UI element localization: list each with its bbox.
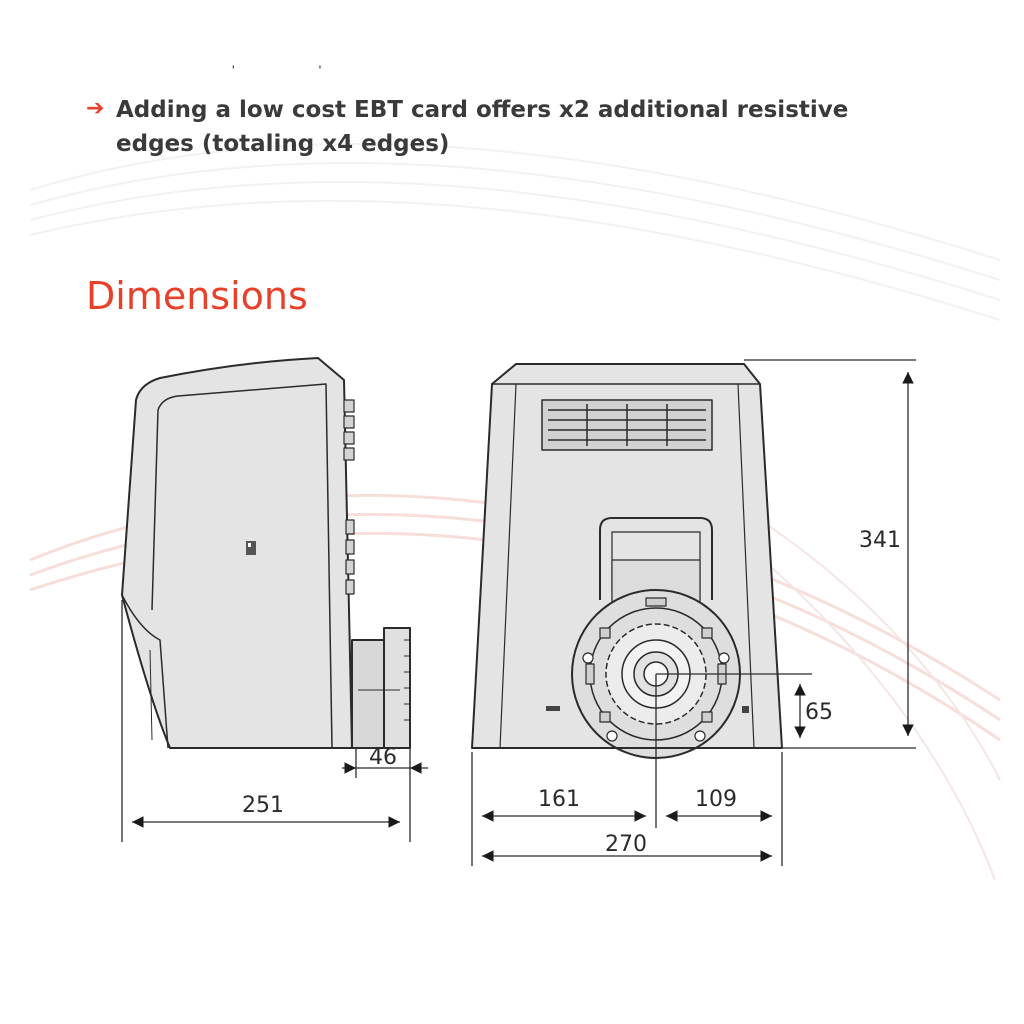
dim-label-height: 341	[859, 528, 901, 553]
dim-label-side-offset: 46	[369, 745, 397, 770]
arrow-right-icon: ➔	[86, 96, 105, 121]
bullet-text: Adding a low cost EBT card offers x2 add…	[116, 97, 849, 157]
side-view	[121, 357, 411, 749]
feature-bullet: ➔ Adding a low cost EBT card offers x2 a…	[86, 93, 926, 161]
dim-label-front-left: 161	[538, 787, 580, 812]
dim-label-axis-height: 65	[805, 700, 833, 725]
dim-label-front-width: 270	[605, 832, 647, 857]
dim-label-side-depth: 251	[242, 793, 284, 818]
cut-off-text-fragment: ' '	[232, 62, 362, 78]
section-title: Dimensions	[86, 274, 308, 318]
dim-label-front-right: 109	[695, 787, 737, 812]
front-view	[471, 363, 783, 759]
